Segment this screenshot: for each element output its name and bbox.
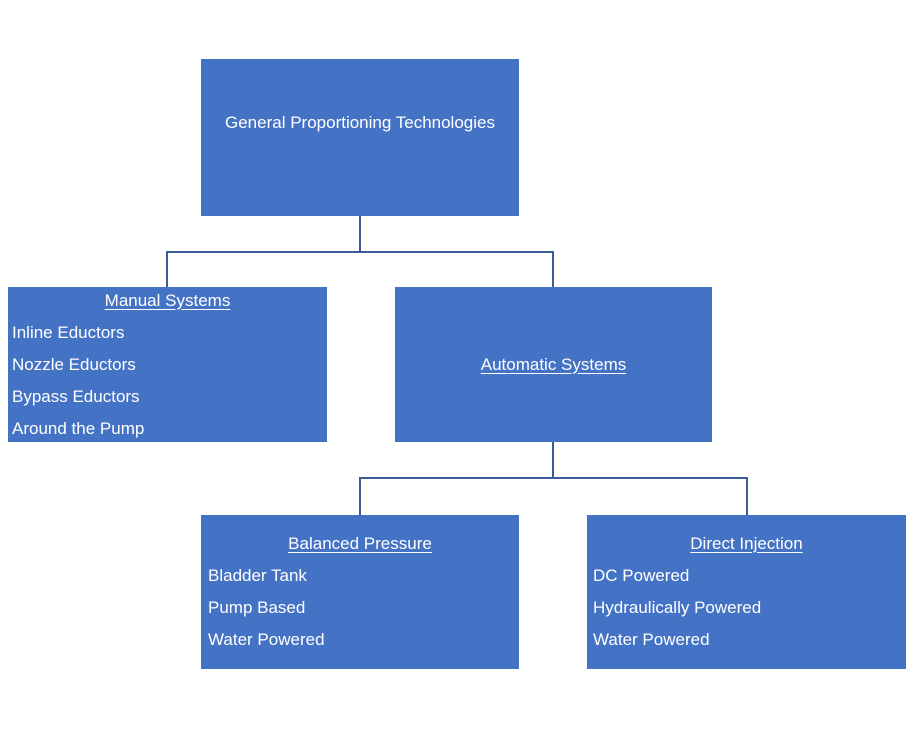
node-title: Balanced Pressure bbox=[288, 534, 432, 553]
list-item: Pump Based bbox=[208, 598, 306, 617]
connector-drop-direct bbox=[746, 477, 748, 515]
list-item: Nozzle Eductors bbox=[12, 354, 136, 374]
list-item: DC Powered bbox=[593, 566, 690, 585]
node-balanced-pressure: Balanced Pressure Bladder Tank Pump Base… bbox=[201, 515, 519, 669]
list-item: Water Powered bbox=[593, 630, 710, 649]
node-title: Manual Systems bbox=[104, 290, 231, 310]
node-title: Automatic Systems bbox=[480, 354, 627, 374]
list-item: Around the Pump bbox=[12, 418, 145, 438]
list-item: Bypass Eductors bbox=[12, 386, 140, 406]
connector-automatic-stub bbox=[552, 442, 554, 479]
node-automatic-systems: Automatic Systems bbox=[395, 287, 712, 442]
list-item: Water Powered bbox=[208, 630, 325, 649]
list-item: Bladder Tank bbox=[208, 566, 307, 585]
node-direct-injection: Direct Injection DC Powered Hydraulicall… bbox=[587, 515, 906, 669]
connector-root-stub bbox=[359, 216, 361, 253]
connector-drop-balanced bbox=[359, 477, 361, 515]
list-item: Inline Eductors bbox=[12, 322, 125, 342]
connector-drop-automatic bbox=[552, 251, 554, 287]
list-item: Hydraulically Powered bbox=[593, 598, 762, 617]
node-root-label: General Proportioning Technologies bbox=[225, 113, 495, 132]
connector-level2-horizontal bbox=[359, 477, 748, 479]
node-general-proportioning-technologies: General Proportioning Technologies bbox=[201, 59, 519, 216]
connector-level1-horizontal bbox=[166, 251, 554, 253]
node-manual-systems: Manual Systems Inline Eductors Nozzle Ed… bbox=[8, 287, 327, 442]
node-title: Direct Injection bbox=[690, 534, 803, 553]
connector-drop-manual bbox=[166, 251, 168, 287]
